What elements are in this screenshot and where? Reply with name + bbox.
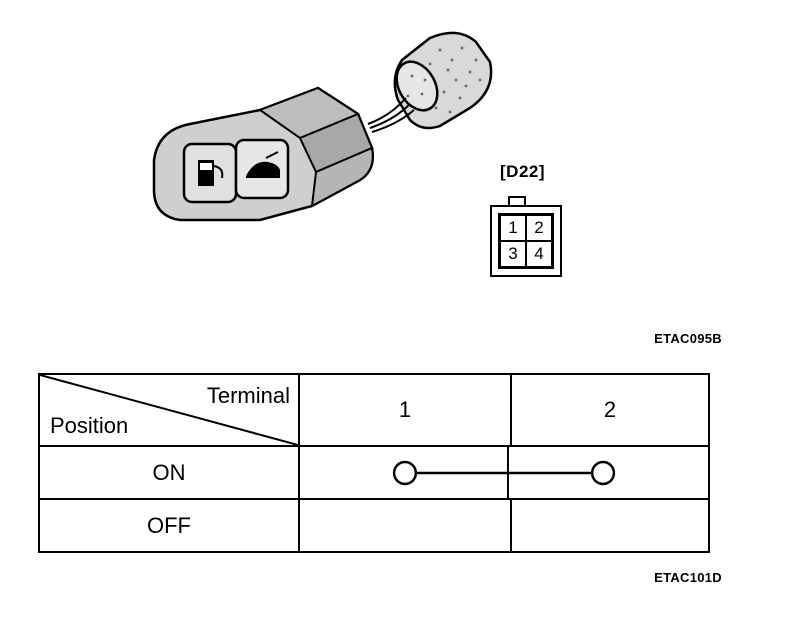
connector-label: [D22] — [500, 162, 546, 181]
row-position-off: OFF — [38, 498, 300, 553]
trunk-button — [234, 138, 290, 200]
pin-4: 4 — [526, 241, 552, 267]
car-trunk-icon — [246, 161, 280, 178]
pin-1: 1 — [500, 215, 526, 241]
figure-code-bottom: ETAC101D — [654, 570, 722, 585]
header-corner-cell: Terminal Position — [38, 373, 300, 447]
table-row-on: ON — [38, 445, 710, 500]
header-terminal-1: 1 — [298, 373, 512, 447]
connector-latch — [508, 196, 526, 207]
switch-illustration — [152, 31, 493, 222]
fuel-door-button — [182, 142, 238, 204]
continuity-connection — [392, 447, 616, 498]
connector-body: 1 2 3 4 — [490, 205, 562, 277]
row-position-on: ON — [38, 445, 300, 500]
corner-diagonal — [40, 375, 298, 445]
header-terminal-2: 2 — [510, 373, 710, 447]
row-off-terminal-1-cell — [298, 498, 512, 553]
wire-harness — [367, 97, 415, 133]
foam-block — [393, 31, 493, 130]
terminal-1-node — [392, 460, 418, 486]
continuity-table: Terminal Position 1 2 ON OFF — [38, 373, 710, 553]
pin-3: 3 — [500, 241, 526, 267]
header-terminal-label: Terminal — [206, 383, 290, 408]
table-row-off: OFF — [38, 498, 710, 553]
row-off-terminal-2-cell — [510, 498, 710, 553]
terminal-2-node — [590, 460, 616, 486]
pin-2: 2 — [526, 215, 552, 241]
header-position-label: Position — [50, 413, 129, 438]
row-on-continuity-cell — [298, 445, 710, 500]
table-header-row: Terminal Position 1 2 — [38, 373, 710, 447]
connector-d22: [D22] 1 2 3 4 — [480, 160, 580, 280]
figure-code-top: ETAC095B — [654, 331, 722, 346]
